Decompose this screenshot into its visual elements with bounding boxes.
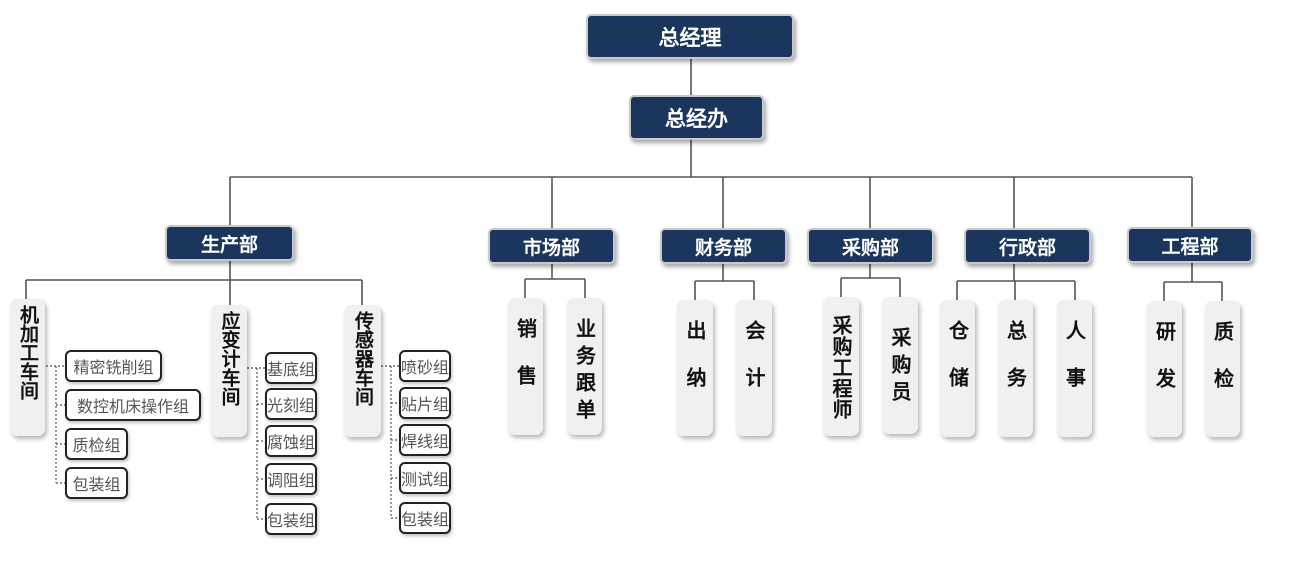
group-wire-welding[interactable]: 焊线组 xyxy=(399,424,451,456)
group-resistance-trim[interactable]: 调阻组 xyxy=(265,463,317,495)
role-purchaser[interactable]: 采购员 xyxy=(882,297,918,434)
node-purchasing-dept[interactable]: 采购部 xyxy=(807,228,934,264)
role-label: 采购员 xyxy=(888,327,912,408)
group-testing[interactable]: 测试组 xyxy=(399,462,451,494)
role-label: 研发 xyxy=(1152,321,1177,415)
node-general-manager[interactable]: 总经理 xyxy=(586,14,794,59)
group-quality-inspection[interactable]: 质检组 xyxy=(65,428,128,460)
node-strain-gauge-workshop[interactable]: 应变计车间 xyxy=(211,305,247,437)
role-label: 采购工程师 xyxy=(829,315,853,420)
role-cashier[interactable]: 出纳 xyxy=(677,300,713,436)
node-label: 机加工车间 xyxy=(17,305,39,400)
role-label: 质检 xyxy=(1210,321,1235,415)
group-etching[interactable]: 腐蚀组 xyxy=(265,425,317,457)
role-label: 仓储 xyxy=(945,320,970,414)
group-cnc-operation[interactable]: 数控机床操作组 xyxy=(65,389,201,421)
node-engineering-dept[interactable]: 工程部 xyxy=(1127,227,1253,263)
role-purchasing-engineer[interactable]: 采购工程师 xyxy=(823,297,859,436)
group-packaging[interactable]: 包装组 xyxy=(265,503,317,535)
node-market-dept[interactable]: 市场部 xyxy=(488,228,615,264)
role-human-resources[interactable]: 人事 xyxy=(1057,300,1092,437)
node-production-dept[interactable]: 生产部 xyxy=(165,225,294,261)
role-label: 销售 xyxy=(513,318,538,412)
role-label: 人事 xyxy=(1062,320,1087,414)
role-label: 总务 xyxy=(1003,320,1028,414)
group-sandblasting[interactable]: 喷砂组 xyxy=(399,350,451,382)
role-sales[interactable]: 销售 xyxy=(508,298,543,435)
group-lithography[interactable]: 光刻组 xyxy=(265,388,317,420)
group-packaging[interactable]: 包装组 xyxy=(65,467,128,499)
role-rnd[interactable]: 研发 xyxy=(1147,301,1182,437)
role-general-affairs[interactable]: 总务 xyxy=(998,300,1033,437)
role-label: 会计 xyxy=(742,320,766,414)
node-label: 传感器车间 xyxy=(352,311,374,406)
node-finance-dept[interactable]: 财务部 xyxy=(660,228,787,264)
role-label: 出纳 xyxy=(683,320,707,414)
node-sensor-workshop[interactable]: 传感器车间 xyxy=(344,305,381,437)
role-label: 业务跟单 xyxy=(572,318,597,426)
node-label: 应变计车间 xyxy=(218,311,241,406)
role-warehousing[interactable]: 仓储 xyxy=(940,300,975,437)
role-quality-inspection[interactable]: 质检 xyxy=(1205,301,1240,437)
role-accountant[interactable]: 会计 xyxy=(736,300,772,436)
role-order-follow-up[interactable]: 业务跟单 xyxy=(567,298,602,435)
node-admin-dept[interactable]: 行政部 xyxy=(964,228,1091,264)
node-machining-workshop[interactable]: 机加工车间 xyxy=(10,299,45,436)
node-general-office[interactable]: 总经办 xyxy=(629,95,764,140)
group-precision-milling[interactable]: 精密铣削组 xyxy=(65,350,162,382)
group-bonding[interactable]: 贴片组 xyxy=(399,387,451,419)
group-substrate[interactable]: 基底组 xyxy=(265,352,317,384)
group-packaging[interactable]: 包装组 xyxy=(399,502,451,534)
